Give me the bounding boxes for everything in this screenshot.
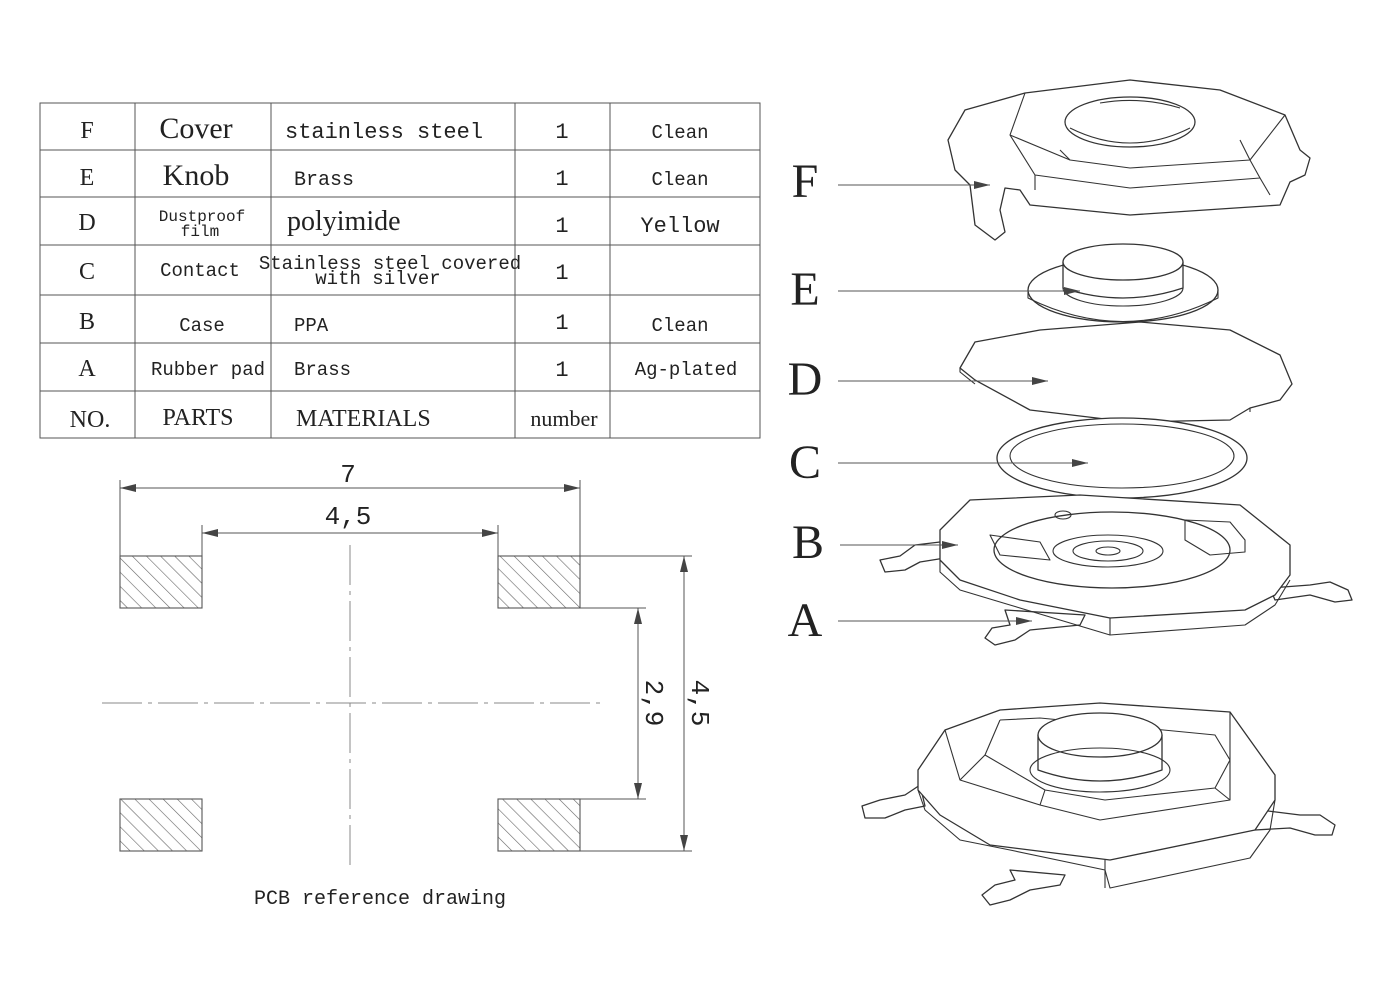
- dimension-overall-height: 4,5: [580, 555, 714, 852]
- part-f-cover: [947, 79, 1311, 241]
- cell-number: 1: [555, 120, 568, 145]
- table-row: A Rubber pad Brass 1 Ag-plated: [78, 356, 737, 383]
- cell-finish: Clean: [651, 122, 708, 144]
- dim-label-4-5-vertical: 4,5: [684, 680, 714, 727]
- table-row: E Knob Brass 1 Clean: [80, 159, 709, 192]
- pcb-reference-drawing: 7 4,5 2,9 4,5 PCB r: [102, 460, 714, 911]
- part-d-dustproof-film: [959, 321, 1293, 423]
- cell-finish: Clean: [651, 315, 708, 337]
- cell-finish: Yellow: [640, 214, 719, 239]
- cell-no: D: [78, 210, 95, 236]
- cell-part-line2: film: [181, 223, 219, 241]
- cell-part: Knob: [163, 159, 230, 192]
- header-number: number: [530, 406, 598, 431]
- exploded-labels: F E D C B A: [788, 155, 1088, 647]
- cell-no: F: [80, 118, 93, 144]
- table-header-row: NO. PARTS MATERIALS number: [70, 405, 599, 433]
- cell-no: B: [79, 309, 95, 335]
- dimension-inner-height: 2,9: [580, 607, 668, 800]
- label-f: F: [792, 155, 819, 208]
- cell-no: C: [79, 259, 95, 285]
- cell-part: Cover: [159, 112, 232, 145]
- label-a: A: [788, 594, 823, 647]
- cell-material-line2: with silver: [315, 268, 440, 290]
- part-e-knob: [1027, 243, 1219, 323]
- dimension-inner-width: 4,5: [201, 502, 499, 556]
- cell-number: 1: [555, 261, 568, 286]
- cell-material: Brass: [294, 169, 354, 192]
- cell-finish: Ag-plated: [635, 359, 738, 381]
- dimension-overall-width: 7: [119, 460, 581, 556]
- cell-no: A: [78, 356, 96, 382]
- header-no: NO.: [70, 407, 111, 433]
- cell-material: PPA: [294, 315, 329, 337]
- cell-material-line1: Stainless steel covered: [259, 253, 521, 275]
- part-c-contact: [996, 417, 1248, 499]
- part-b-case: [879, 494, 1353, 646]
- label-c: C: [789, 436, 821, 489]
- label-d: D: [788, 353, 823, 406]
- cell-number: 1: [555, 214, 568, 239]
- cell-number: 1: [555, 311, 568, 336]
- dim-label-2-9: 2,9: [638, 680, 668, 727]
- label-e: E: [790, 263, 819, 316]
- exploded-view: F E D C B A: [788, 79, 1353, 647]
- cell-material: stainless steel: [285, 120, 483, 145]
- table-row: D Dustproof film polyimide 1 Yellow: [78, 206, 719, 241]
- cell-material: polyimide: [287, 206, 401, 237]
- assembled-switch-view: [861, 702, 1336, 906]
- cell-part-line1: Dustproof: [159, 208, 245, 226]
- pcb-pad: [497, 798, 581, 852]
- dim-label-4-5-horizontal: 4,5: [325, 502, 372, 532]
- table-row: B Case PPA 1 Clean: [79, 309, 709, 337]
- pcb-pad: [119, 798, 203, 852]
- cell-part: Case: [179, 315, 225, 337]
- cell-no: E: [80, 165, 95, 191]
- cell-part: Contact: [160, 260, 240, 282]
- cell-material: Brass: [294, 359, 351, 381]
- pcb-caption: PCB reference drawing: [254, 888, 506, 911]
- pcb-pad: [119, 555, 203, 609]
- cell-part: Rubber pad: [151, 359, 265, 381]
- header-parts: PARTS: [162, 405, 233, 431]
- label-b: B: [792, 516, 824, 569]
- cell-number: 1: [555, 167, 568, 192]
- dim-label-7: 7: [340, 460, 356, 490]
- pcb-pad: [497, 555, 581, 609]
- table-row: C Contact Stainless steel covered with s…: [79, 253, 569, 290]
- table-border: [39, 102, 761, 439]
- header-materials: MATERIALS: [296, 406, 431, 432]
- bom-table: F Cover stainless steel 1 Clean E Knob B…: [39, 102, 761, 439]
- table-row: F Cover stainless steel 1 Clean: [80, 112, 708, 145]
- cell-number: 1: [555, 358, 568, 383]
- cell-finish: Clean: [651, 169, 708, 191]
